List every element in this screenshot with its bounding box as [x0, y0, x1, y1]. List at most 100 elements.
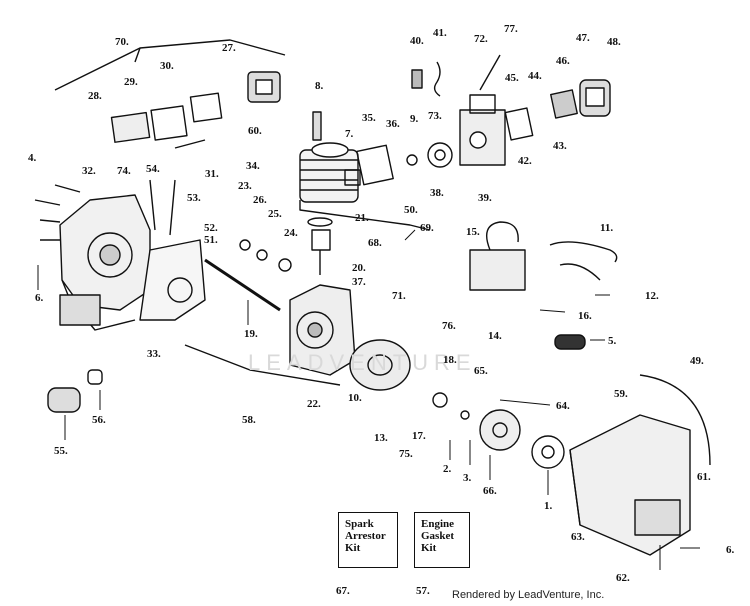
callout-70: 70. [115, 36, 129, 48]
callout-27: 27. [222, 42, 236, 54]
callout-32: 32. [82, 165, 96, 177]
callout-55: 55. [54, 445, 68, 457]
part-28-filter [110, 111, 151, 143]
callout-62: 62. [616, 572, 630, 584]
kit-line: Arrestor [345, 530, 386, 542]
callout-21: 21. [355, 212, 369, 224]
callout-6a: 6. [35, 292, 44, 304]
callout-72: 72. [474, 33, 488, 45]
callout-15: 15. [466, 226, 480, 238]
callout-38: 38. [430, 187, 444, 199]
callout-25: 25. [268, 208, 282, 220]
part-29-plate [150, 105, 188, 141]
callout-77: 77. [504, 23, 518, 35]
callout-30: 30. [160, 60, 174, 72]
callout-47: 47. [576, 32, 590, 44]
callout-44: 44. [528, 70, 542, 82]
callout-29: 29. [124, 76, 138, 88]
callout-48: 48. [607, 36, 621, 48]
part-30-gasket [189, 92, 223, 123]
part-1-spring [531, 435, 565, 469]
callout-54: 54. [146, 163, 160, 175]
callout-60: 60. [248, 125, 262, 137]
callout-36: 36. [386, 118, 400, 130]
callout-10: 10. [348, 392, 362, 404]
part-14-ignition-coil [469, 221, 526, 291]
part-8-spark-plug [312, 111, 322, 141]
callout-18: 18. [443, 354, 457, 366]
spark-arrestor-kit-box: Spark Arrestor Kit [338, 512, 398, 568]
callout-12: 12. [645, 290, 659, 302]
part-66-pulley [479, 409, 521, 451]
callout-74: 74. [117, 165, 131, 177]
part-38-pump [427, 142, 453, 168]
callout-58: 58. [242, 414, 256, 426]
callout-7: 7. [345, 128, 354, 140]
callout-23: 23. [238, 180, 252, 192]
bracket-58 [184, 344, 341, 386]
callout-51: 51. [204, 234, 218, 246]
engine-gasket-kit-box: Engine Gasket Kit [414, 512, 470, 568]
part-35-gasket [356, 144, 394, 186]
kit-line: Gasket [421, 530, 454, 542]
callout-76: 76. [442, 320, 456, 332]
callout-35: 35. [362, 112, 376, 124]
callout-41: 41. [433, 27, 447, 39]
callout-53: 53. [187, 192, 201, 204]
kit-line: Kit [345, 542, 361, 554]
callout-66: 66. [483, 485, 497, 497]
part-19-crankshaft [204, 258, 281, 312]
callout-31: 31. [205, 168, 219, 180]
callout-39: 39. [478, 192, 492, 204]
part-10-flywheel [349, 339, 411, 391]
bracket-70 [54, 39, 286, 91]
callout-63: 63. [571, 531, 585, 543]
credit-text: Rendered by LeadVenture, Inc. [452, 589, 605, 601]
callout-8: 8. [315, 80, 324, 92]
part-63-starter-housing [569, 414, 691, 556]
part-46-filter [550, 89, 578, 119]
part-18-bushing [432, 392, 448, 408]
callout-16: 16. [578, 310, 592, 322]
part-7-spacer [344, 169, 361, 186]
kit-line: Engine [421, 518, 455, 530]
callout-40: 40. [410, 35, 424, 47]
callout-26: 26. [253, 194, 267, 206]
callout-24: 24. [284, 227, 298, 239]
callout-28: 28. [88, 90, 102, 102]
callout-50: 50. [404, 204, 418, 216]
callout-5: 5. [608, 335, 617, 347]
callout-73: 73. [428, 110, 442, 122]
callout-4: 4. [28, 152, 37, 164]
callout-2: 2. [443, 463, 452, 475]
callout-61: 61. [697, 471, 711, 483]
callout-45: 45. [505, 72, 519, 84]
part-45-plate [504, 107, 534, 141]
callout-20: 20. [352, 262, 366, 274]
part-20-piston [311, 229, 331, 251]
callout-42: 42. [518, 155, 532, 167]
callout-52: 52. [204, 222, 218, 234]
callout-17: 17. [412, 430, 426, 442]
part-32-crankcase [59, 194, 151, 331]
callout-46: 46. [556, 55, 570, 67]
callout-75: 75. [399, 448, 413, 460]
callout-6b: 6. [726, 544, 735, 556]
callout-3: 3. [463, 472, 472, 484]
callout-69: 69. [420, 222, 434, 234]
callout-67: 67. [336, 585, 350, 597]
callout-68: 68. [368, 237, 382, 249]
callout-37: 37. [352, 276, 366, 288]
callout-57: 57. [416, 585, 430, 597]
callout-14: 14. [488, 330, 502, 342]
watermark-text: LEADVENTURE [248, 350, 477, 375]
callout-59: 59. [614, 388, 628, 400]
callout-1: 1. [544, 500, 553, 512]
callout-9: 9. [410, 113, 419, 125]
part-49-cable [639, 374, 711, 466]
part-56-bushing [87, 369, 103, 385]
part-34-cylinder [299, 142, 359, 203]
part-55-drive [47, 387, 81, 413]
kit-line: Kit [421, 542, 437, 554]
